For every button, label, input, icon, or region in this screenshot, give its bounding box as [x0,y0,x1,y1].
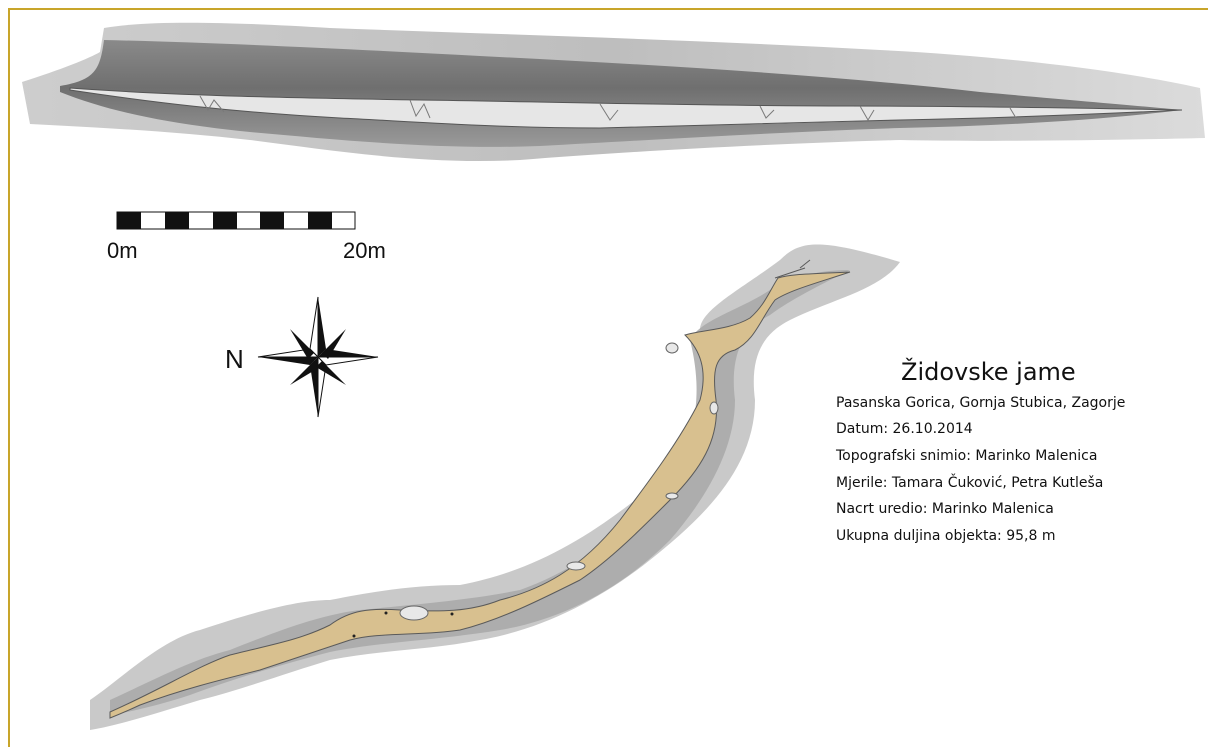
scale-bar [116,211,356,230]
info-date: Datum: 26.10.2014 [836,421,973,437]
info-drawn: Nacrt uredio: Marinko Malenica [836,501,1054,517]
north-label: N [225,344,244,374]
section-passage [69,87,1183,129]
info-location: Pasanska Gorica, Gornja Stubica, Zagorje [836,395,1125,411]
plan-rock-halo [90,244,900,730]
info-measured: Mjerile: Tamara Čuković, Petra Kutleša [836,473,1103,491]
scale-start-label: 0m [107,238,138,263]
info-length: Ukupna duljina objekta: 95,8 m [836,528,1055,544]
north-arrow [257,296,379,418]
info-survey: Topografski snimio: Marinko Malenica [835,448,1097,464]
plan-view [90,244,900,730]
scale-end-label: 20m [343,238,386,263]
info-block: Židovske jame Pasanska Gorica, Gornja St… [835,357,1125,544]
cave-title: Židovske jame [901,357,1076,386]
plan-rock-inner [110,270,850,715]
map-frame [8,8,1208,747]
longitudinal-section [22,22,1205,161]
